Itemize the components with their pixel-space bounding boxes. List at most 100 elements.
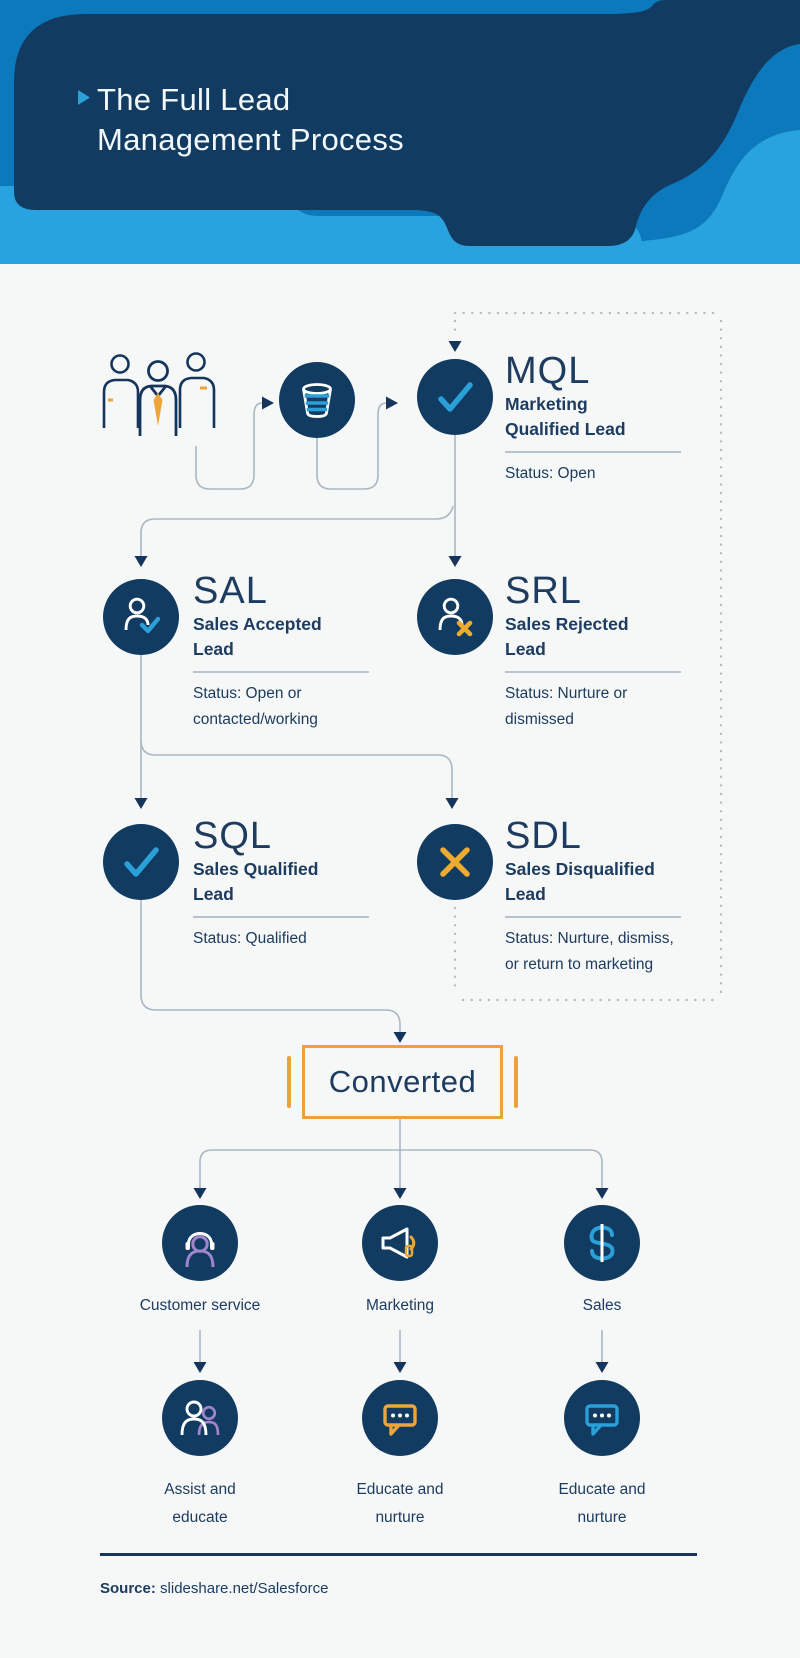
stage-card-sdl: SDL Sales Disqualified Lead Status: Nurt… xyxy=(505,815,720,978)
megaphone-icon xyxy=(381,1227,416,1259)
headset-person-icon xyxy=(185,1232,215,1268)
stage-name-line2: Qualified Lead xyxy=(505,419,626,439)
arrowhead-down-srl xyxy=(448,556,462,567)
chat-bubble-orange-icon xyxy=(383,1404,417,1436)
arrowhead-down-sal xyxy=(134,556,148,567)
stage-status-line2: or return to marketing xyxy=(505,956,654,973)
dollar-icon xyxy=(589,1224,615,1262)
arrowhead-right-mql xyxy=(386,396,398,410)
connector-mql-to-sal xyxy=(140,505,454,556)
people-group-icon xyxy=(102,352,216,436)
connector-bucket-to-mql xyxy=(316,402,387,490)
arrowhead-down-sdl xyxy=(445,798,459,809)
branch-label-customer-service: Customer service xyxy=(139,1297,261,1314)
arrowhead-down-nurture-2 xyxy=(595,1362,609,1373)
stage-divider xyxy=(193,916,369,918)
stage-status-line1: Status: Qualified xyxy=(193,930,307,947)
sql-circle xyxy=(103,824,179,900)
stage-divider xyxy=(505,916,681,918)
footer-divider xyxy=(100,1553,697,1556)
customer-service-circle xyxy=(162,1205,238,1281)
assist-educate-circle xyxy=(162,1380,238,1456)
arrowhead-down-mql xyxy=(448,341,462,352)
arrowhead-down-sales xyxy=(595,1188,609,1199)
stage-status-line2: contacted/working xyxy=(193,711,318,728)
chat-bubble-blue-icon xyxy=(585,1404,619,1436)
stage-name-line2: Lead xyxy=(193,639,234,659)
header-bright-wave-right xyxy=(616,130,800,264)
stage-name-line1: Sales Rejected xyxy=(505,614,629,634)
stage-acronym: SAL xyxy=(193,570,268,612)
play-bullet-icon xyxy=(78,90,90,105)
arrowhead-down-marketing xyxy=(393,1188,407,1199)
connector-converted-spread xyxy=(199,1149,603,1188)
arrowhead-right-bucket xyxy=(262,396,274,410)
page-title-line2: Management Process xyxy=(97,122,404,157)
stage-name-line1: Sales Qualified xyxy=(193,859,319,879)
header-navy-shape xyxy=(14,0,800,246)
connector-sal-to-sdl xyxy=(140,739,453,798)
outcome-line2: educate xyxy=(172,1509,228,1526)
outcome-line1: Educate and xyxy=(558,1481,646,1498)
branch-label-sales: Sales xyxy=(582,1297,622,1314)
arrowhead-down-customer-service xyxy=(193,1188,207,1199)
arrowhead-down-assist xyxy=(193,1362,207,1373)
stage-name-line2: Lead xyxy=(505,884,546,904)
stage-divider xyxy=(505,451,681,453)
source-label: Source: xyxy=(100,1580,156,1597)
stage-status-line1: Status: Nurture or xyxy=(505,685,628,702)
outcome-line1: Assist and xyxy=(164,1481,236,1498)
converted-side-bar-right xyxy=(514,1056,518,1108)
source-value: slideshare.net/Salesforce xyxy=(160,1580,329,1597)
stage-card-mql: MQL Marketing Qualified Lead Status: Ope… xyxy=(505,350,720,487)
stage-status-line2: dismissed xyxy=(505,711,574,728)
arrowhead-down-converted xyxy=(393,1032,407,1043)
converted-side-bar-left xyxy=(287,1056,291,1108)
outcome-label-nurture-marketing: Educate and nurture xyxy=(305,1476,495,1532)
outcome-label-nurture-sales: Educate and nurture xyxy=(507,1476,697,1532)
person-x-icon xyxy=(438,597,473,637)
arrowhead-down-nurture-1 xyxy=(393,1362,407,1373)
sdl-circle xyxy=(417,824,493,900)
person-check-icon xyxy=(124,597,161,634)
check-icon xyxy=(438,382,473,412)
stage-divider xyxy=(193,671,369,673)
stage-status-line1: Status: Open or xyxy=(193,685,302,702)
branch-label-marketing: Marketing xyxy=(365,1297,435,1314)
sal-circle xyxy=(103,579,179,655)
stage-acronym: SRL xyxy=(505,570,582,612)
arrowhead-down-sql xyxy=(134,798,148,809)
converted-label: Converted xyxy=(328,1064,477,1099)
stage-status-line1: Status: Nurture, dismiss, xyxy=(505,930,674,947)
sales-circle xyxy=(564,1205,640,1281)
educate-nurture-sales-circle xyxy=(564,1380,640,1456)
stage-acronym: MQL xyxy=(505,350,591,392)
marketing-circle xyxy=(362,1205,438,1281)
x-icon xyxy=(440,847,470,877)
connector-sql-to-converted xyxy=(140,900,401,1032)
stage-name-line2: Lead xyxy=(505,639,546,659)
outcome-line2: nurture xyxy=(577,1509,627,1526)
header-banner xyxy=(0,0,800,264)
outcome-line2: nurture xyxy=(375,1509,425,1526)
stage-status-line1: Status: Open xyxy=(505,465,596,482)
source-credit: Source: slideshare.net/Salesforce xyxy=(100,1580,328,1597)
educate-nurture-marketing-circle xyxy=(362,1380,438,1456)
stage-divider xyxy=(505,671,681,673)
converted-box: Converted xyxy=(302,1045,503,1119)
mql-circle xyxy=(417,359,493,435)
stage-name-line1: Sales Accepted xyxy=(193,614,322,634)
stage-acronym: SDL xyxy=(505,815,582,857)
two-people-icon xyxy=(180,1400,220,1436)
outcome-line1: Educate and xyxy=(356,1481,444,1498)
check-icon xyxy=(124,847,159,877)
stage-name-line2: Lead xyxy=(193,884,234,904)
bucket-circle xyxy=(279,362,355,438)
connector-people-to-bucket xyxy=(195,402,263,490)
outcome-label-assist: Assist and educate xyxy=(105,1476,295,1532)
stage-name-line1: Sales Disqualified xyxy=(505,859,655,879)
page-title: The Full Lead Management Process xyxy=(97,80,404,160)
stage-card-srl: SRL Sales Rejected Lead Status: Nurture … xyxy=(505,570,720,733)
